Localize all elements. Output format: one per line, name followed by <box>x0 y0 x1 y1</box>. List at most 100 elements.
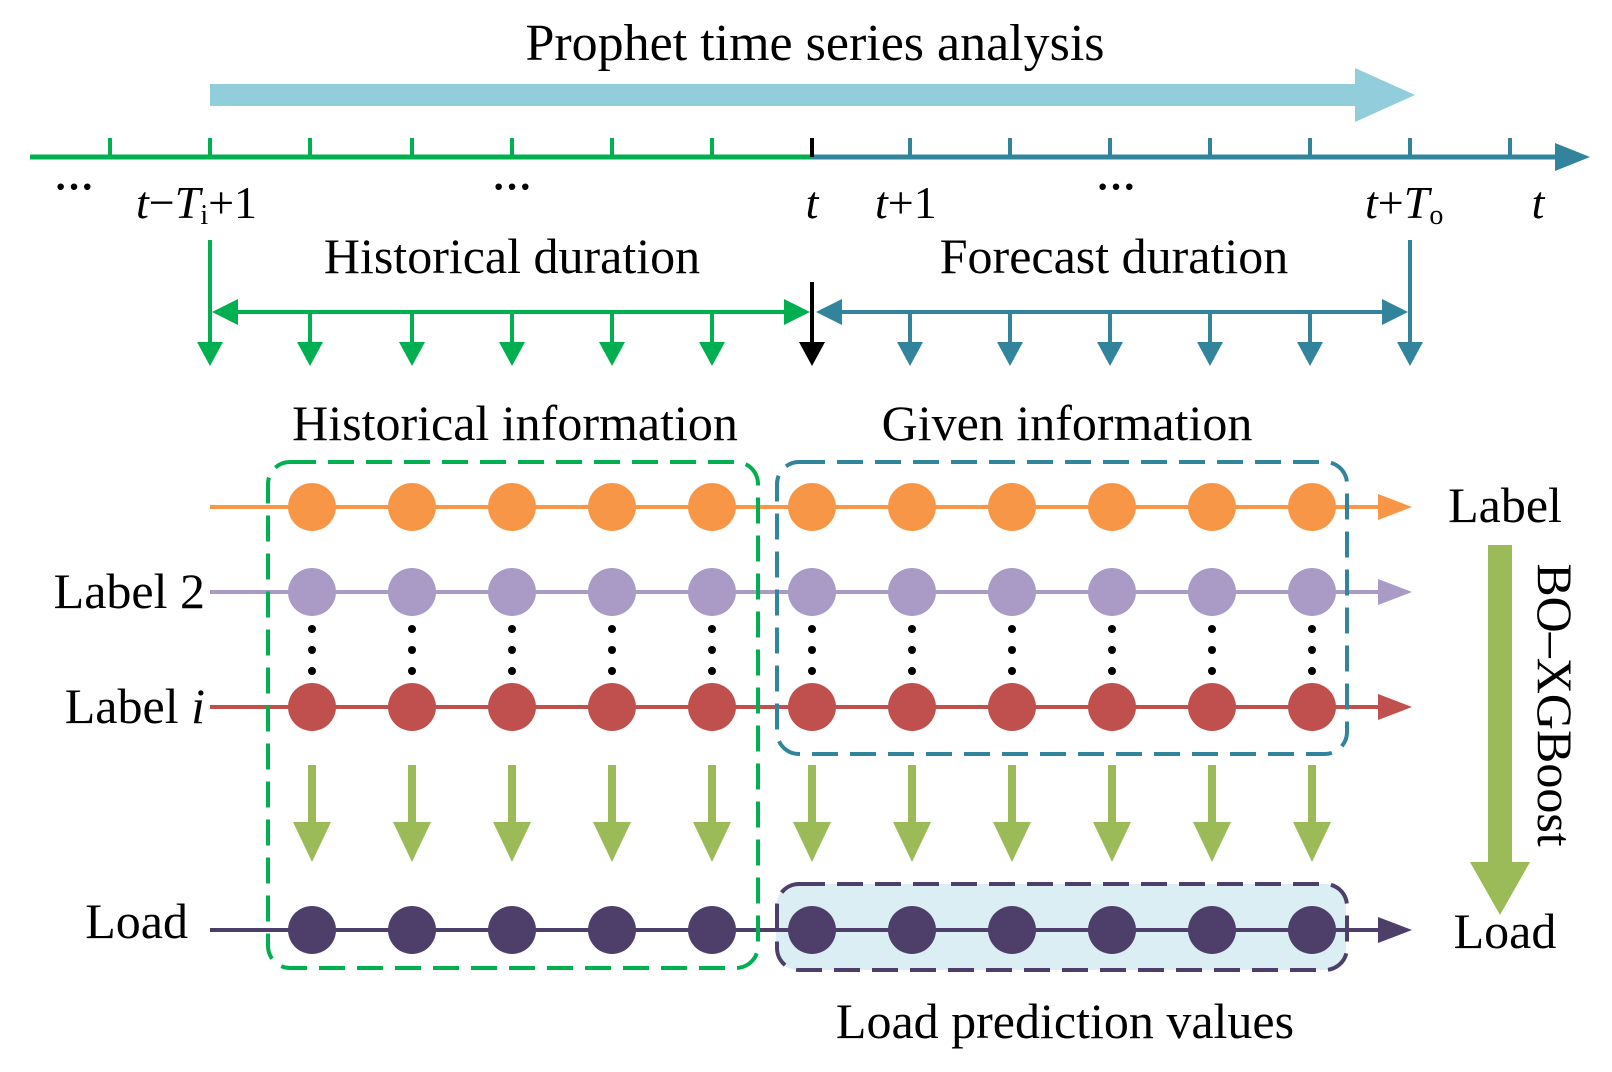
tick-tTo-plus: + <box>1378 177 1404 228</box>
row-label-2: Label 2 <box>54 563 205 619</box>
ellipsis-dot-7-2 <box>908 646 916 654</box>
xgb-arrow-head-4 <box>593 822 631 862</box>
ellipsis-dot-4-1 <box>608 625 616 633</box>
node-label-i-8 <box>988 683 1036 731</box>
node-label-2-6 <box>788 568 836 616</box>
forecast-duration-left-head <box>816 299 842 325</box>
prediction-box <box>775 882 1349 972</box>
xgb-arrow-head-10 <box>1193 822 1231 862</box>
node-load-2 <box>388 906 436 954</box>
xgb-arrow-shaft-10 <box>1208 765 1216 825</box>
node-label-i-4 <box>588 683 636 731</box>
tick-t1-var: t <box>875 177 889 228</box>
history-start-arrow-head <box>197 342 223 366</box>
row-label-i-var: i <box>191 678 205 734</box>
ellipsis-dot-8-2 <box>1008 646 1016 654</box>
node-label-3 <box>488 483 536 531</box>
tick-t1-rest: +1 <box>888 177 937 228</box>
ellipsis-dot-2-1 <box>408 625 416 633</box>
tick-label-t-minus-Ti-plus-1: t−Ti+1 <box>136 177 257 231</box>
node-load-3 <box>488 906 536 954</box>
node-label-2-10 <box>1188 568 1236 616</box>
axis-ticks <box>108 138 1512 157</box>
historical-information-label: Historical information <box>292 395 738 451</box>
history-down-arrow-3-head <box>499 342 525 366</box>
tick-label-t: t <box>806 177 820 228</box>
node-load-8 <box>988 906 1036 954</box>
xgb-arrow-shaft-8 <box>1008 765 1016 825</box>
ellipsis-dot-11-2 <box>1308 646 1316 654</box>
ellipsis-dot-1-3 <box>308 667 316 675</box>
node-label-2-1 <box>288 568 336 616</box>
tick-label-ellipsis-left: ··· <box>54 164 94 209</box>
node-load-10 <box>1188 906 1236 954</box>
node-label-2-8 <box>988 568 1036 616</box>
ellipsis-dot-1-2 <box>308 646 316 654</box>
node-label-i-10 <box>1188 683 1236 731</box>
history-down-arrow-1-head <box>297 342 323 366</box>
node-label-7 <box>888 483 936 531</box>
node-label-8 <box>988 483 1036 531</box>
xgb-arrow-head-6 <box>793 822 831 862</box>
node-label-i-5 <box>688 683 736 731</box>
given-info-box <box>775 460 1349 756</box>
ellipsis-dot-3-1 <box>508 625 516 633</box>
node-load-11 <box>1288 906 1336 954</box>
row-label-i-prefix: Label <box>65 678 191 734</box>
given-information-label: Given information <box>882 395 1253 451</box>
ellipsis-dot-6-3 <box>808 667 816 675</box>
node-load-4 <box>588 906 636 954</box>
feature-rows <box>210 483 1412 954</box>
xgb-arrow-shaft-6 <box>808 765 816 825</box>
forecast-end-arrow-head <box>1397 342 1423 366</box>
xgb-arrow-shaft-3 <box>508 765 516 825</box>
row-arrowhead-label <box>1378 494 1412 520</box>
node-load-9 <box>1088 906 1136 954</box>
ellipsis-dot-10-2 <box>1208 646 1216 654</box>
node-label-2-4 <box>588 568 636 616</box>
node-label-2-11 <box>1288 568 1336 616</box>
tick-label-ellipsis-right: ··· <box>1096 164 1136 209</box>
model-label: BO–XGBoost <box>1527 563 1583 846</box>
prediction-values-label: Load prediction values <box>836 993 1294 1049</box>
node-label-2 <box>388 483 436 531</box>
forecast-duration-right-head <box>1382 299 1408 325</box>
prophet-direction-arrow <box>210 68 1415 122</box>
right-label: Label <box>1448 477 1562 533</box>
xgb-arrow-head-11 <box>1293 822 1331 862</box>
bo-xgboost-arrow <box>1470 545 1530 915</box>
node-label-i-7 <box>888 683 936 731</box>
node-label-5 <box>688 483 736 531</box>
xgb-arrow-head-5 <box>693 822 731 862</box>
ellipsis-dot-5-2 <box>708 646 716 654</box>
xgb-arrow-head-3 <box>493 822 531 862</box>
ellipsis-dot-11-3 <box>1308 667 1316 675</box>
tick-label-ellipsis-mid: ··· <box>492 164 532 209</box>
node-label-2-2 <box>388 568 436 616</box>
row-label-load: Load <box>85 893 188 949</box>
history-down-arrow-5-head <box>699 342 725 366</box>
xgb-arrow-shaft-11 <box>1308 765 1316 825</box>
node-label-2-5 <box>688 568 736 616</box>
forecast-down-arrow-1-head <box>897 342 923 366</box>
ellipsis-dot-5-3 <box>708 667 716 675</box>
tick-t-var: t <box>136 177 150 228</box>
xgb-arrow-shaft-9 <box>1108 765 1116 825</box>
forecast-duration-label: Forecast duration <box>940 228 1289 284</box>
ellipsis-dot-2-2 <box>408 646 416 654</box>
axis-arrowhead <box>1555 143 1590 171</box>
ellipsis-dot-8-1 <box>1008 625 1016 633</box>
node-load-1 <box>288 906 336 954</box>
diagram-title: Prophet time series analysis <box>525 15 1104 72</box>
node-load-5 <box>688 906 736 954</box>
historical-info-box <box>266 460 760 970</box>
tick-label-t-plus-To: t+To <box>1365 177 1443 231</box>
node-label-4 <box>588 483 636 531</box>
node-label-2-7 <box>888 568 936 616</box>
xgb-arrow-head-9 <box>1093 822 1131 862</box>
xgb-arrow-head-1 <box>293 822 331 862</box>
node-label-i-3 <box>488 683 536 731</box>
ellipsis-dot-2-3 <box>408 667 416 675</box>
ellipsis-dot-8-3 <box>1008 667 1016 675</box>
